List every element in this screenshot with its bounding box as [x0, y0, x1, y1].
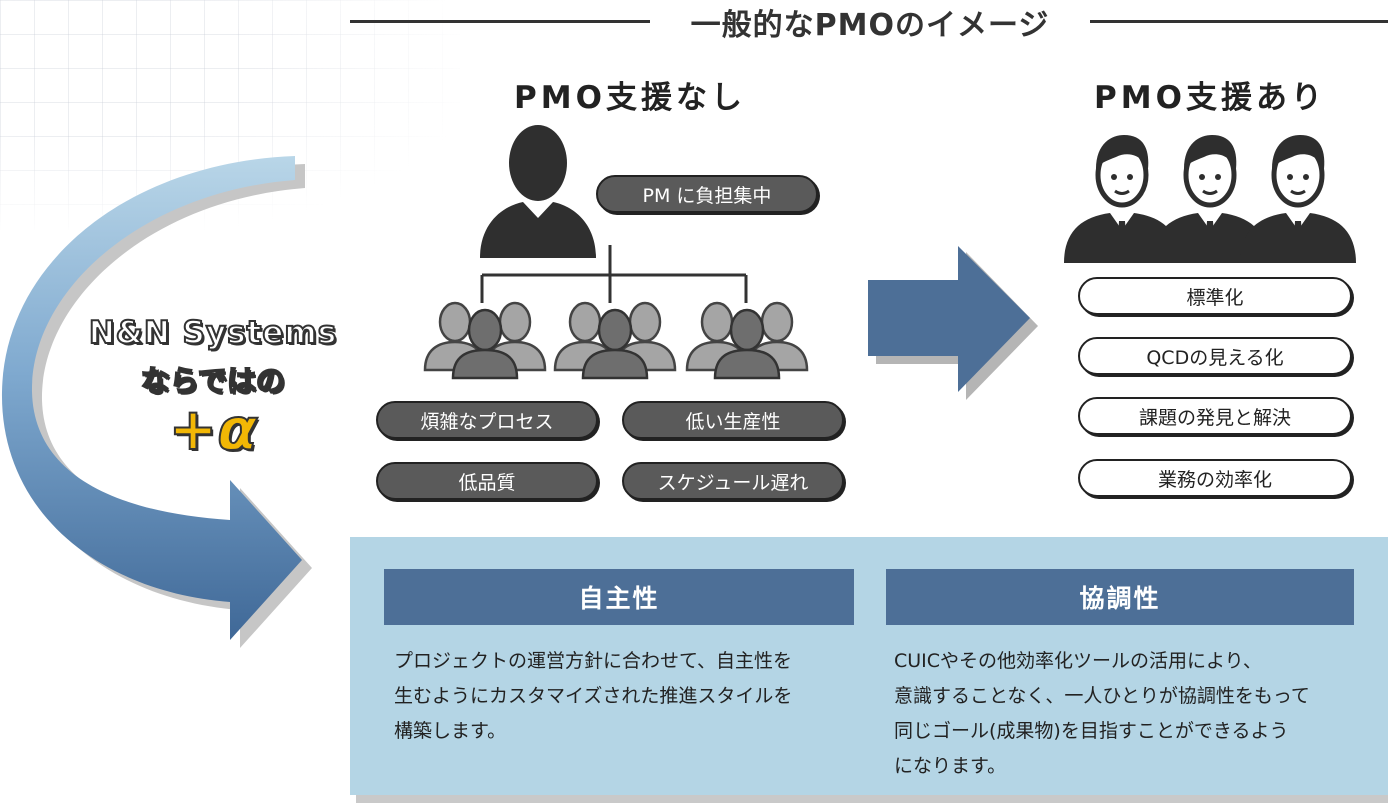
issue-low-quality: 低品質 — [376, 462, 598, 500]
benefit-efficiency: 業務の効率化 — [1078, 459, 1352, 497]
feature-autonomy-line: プロジェクトの運営方針に合わせて、自主性を — [394, 650, 793, 672]
features-panel: 自主性 プロジェクトの運営方針に合わせて、自主性を 生むようにカスタマイズされた… — [350, 537, 1388, 795]
alpha-line2: ならではの — [140, 363, 286, 399]
pm-burden-badge: PM に負担集中 — [596, 175, 818, 213]
feature-collaboration-title: 協調性 — [886, 569, 1354, 625]
right-arrow-icon — [868, 246, 1038, 400]
feature-autonomy-line: 生むようにカスタマイズされた推進スタイルを — [394, 685, 793, 707]
issue-schedule-delay: スケジュール遅れ — [622, 462, 844, 500]
team-group-2-icon — [553, 301, 677, 380]
feature-autonomy-body: プロジェクトの運営方針に合わせて、自主性を 生むようにカスタマイズされた推進スタ… — [394, 644, 864, 749]
project-manager-icon — [480, 125, 596, 258]
issue-complex-process: 煩雑なプロセス — [376, 401, 598, 439]
issue-low-productivity: 低い生産性 — [622, 401, 844, 439]
benefit-standardization: 標準化 — [1078, 277, 1352, 315]
title-row: 一般的なPMOのイメージ — [350, 0, 1388, 43]
curved-arrow-icon — [1, 156, 312, 648]
feature-collaboration-line: 意識することなく、一人ひとりが協調性をもって — [894, 685, 1310, 707]
feature-collaboration-line: になります。 — [894, 755, 1007, 777]
page-title: 一般的なPMOのイメージ — [690, 8, 1050, 43]
benefit-issue-resolution: 課題の発見と解決 — [1078, 397, 1352, 435]
feature-collaboration-body: CUICやその他効率化ツールの活用により、 意識することなく、一人ひとりが協調性… — [894, 644, 1364, 784]
team-group-1-icon — [423, 301, 547, 380]
alpha-line1: N&N Systems — [88, 314, 338, 352]
feature-collaboration-line: CUICやその他効率化ツールの活用により、 — [894, 650, 1262, 672]
alpha-plus: +α — [168, 394, 258, 464]
with-pmo-heading: PMO支援あり — [1094, 80, 1326, 116]
title-rule-left — [350, 20, 650, 23]
feature-autonomy-line: 構築します。 — [394, 720, 507, 742]
without-pmo-heading: PMO支援なし — [514, 80, 746, 116]
benefit-qcd-visibility: QCDの見える化 — [1078, 337, 1352, 375]
team-group-3-icon — [685, 301, 809, 380]
pmo-team-icon — [1064, 135, 1356, 263]
feature-collaboration-line: 同じゴール(成果物)を目指すことができるよう — [894, 720, 1289, 742]
title-rule-right — [1090, 20, 1388, 23]
org-tree-lines — [480, 245, 748, 303]
feature-autonomy-title: 自主性 — [384, 569, 854, 625]
